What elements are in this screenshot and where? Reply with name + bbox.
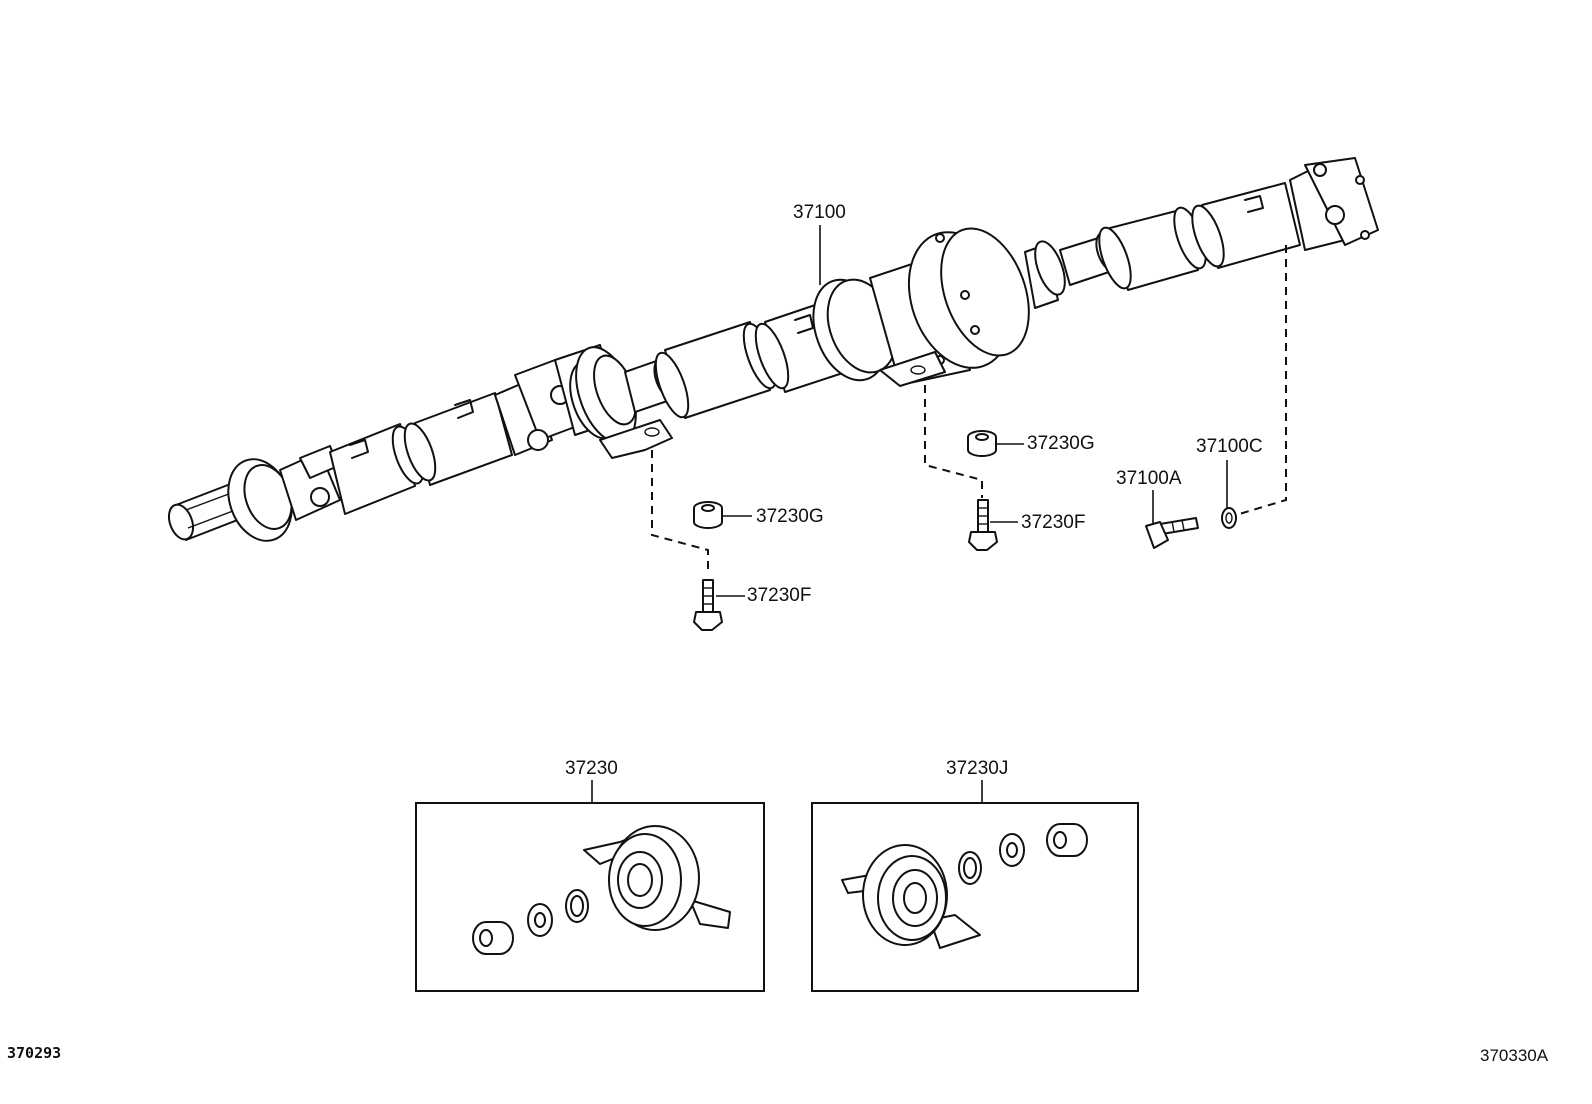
label-37100C: 37100C bbox=[1196, 436, 1263, 457]
rear-tube-2 bbox=[1098, 206, 1207, 291]
bearing-a-washer bbox=[527, 903, 553, 937]
bearing-box-37230 bbox=[415, 780, 765, 992]
bolt-37100A bbox=[1145, 517, 1199, 549]
center-support-housing bbox=[812, 227, 1030, 387]
bearing-a-main bbox=[583, 825, 731, 931]
bolt-right bbox=[968, 499, 998, 551]
label-37100A: 37100A bbox=[1116, 468, 1182, 489]
cushion-right bbox=[967, 430, 997, 457]
label-37230G-right: 37230G bbox=[1027, 433, 1095, 454]
dash-right bbox=[924, 385, 983, 498]
bearing-a-seal bbox=[565, 889, 589, 923]
dash-rear bbox=[1235, 245, 1287, 516]
bearing-b-main bbox=[841, 844, 981, 949]
label-37230: 37230 bbox=[565, 758, 618, 779]
dash-left bbox=[651, 450, 709, 575]
label-37100: 37100 bbox=[793, 202, 846, 223]
footer-right-code: 370330A bbox=[1480, 1046, 1549, 1065]
bearing-b-washer bbox=[999, 833, 1025, 867]
bearing-a-cushion bbox=[472, 921, 514, 955]
front-mid-tube bbox=[403, 392, 513, 486]
washer-37100C bbox=[1221, 507, 1237, 529]
propeller-shaft-assembly bbox=[167, 157, 1379, 542]
label-37230G-left: 37230G bbox=[756, 506, 824, 527]
label-37230F-right: 37230F bbox=[1021, 512, 1086, 533]
cushion-left bbox=[693, 501, 723, 529]
front-yoke-flange bbox=[227, 445, 341, 542]
rear-flange-yoke bbox=[1289, 157, 1379, 251]
footer-left-code: 370293 bbox=[7, 1044, 62, 1062]
bearing-b-seal bbox=[958, 851, 982, 885]
label-37230J: 37230J bbox=[946, 758, 1009, 779]
label-37230F-left: 37230F bbox=[747, 585, 812, 606]
rear-tube-3 bbox=[1191, 182, 1301, 269]
bearing-box-37230J bbox=[811, 780, 1139, 992]
bolt-left bbox=[693, 579, 723, 631]
bearing-b-cushion bbox=[1046, 823, 1088, 857]
